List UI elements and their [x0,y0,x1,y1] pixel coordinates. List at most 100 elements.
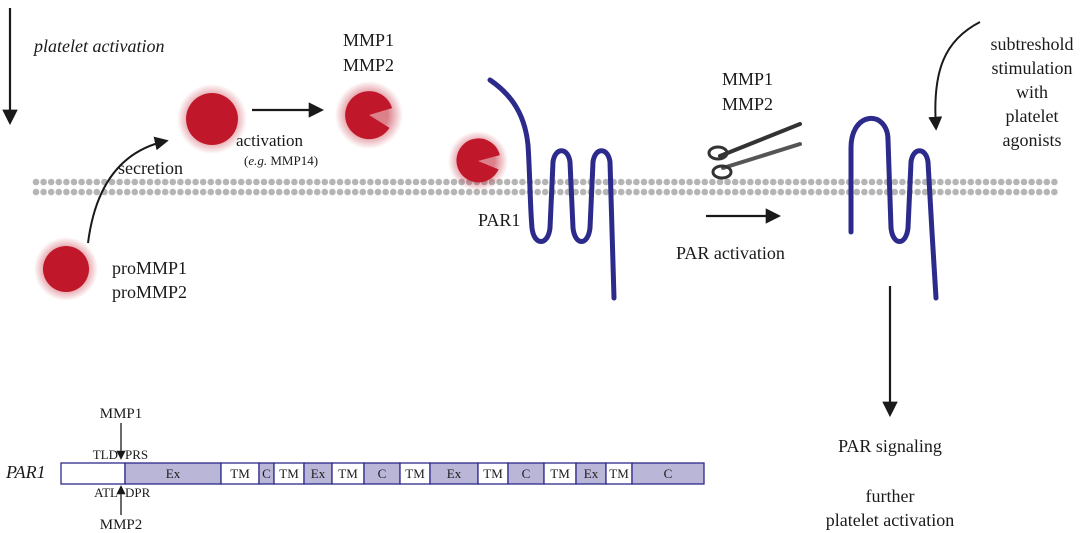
membrane-lipid [253,188,260,196]
membrane-lipid [868,188,876,196]
par-activation-label: PAR activation [676,243,785,263]
membrane-lipid [693,188,701,196]
membrane-lipid [747,188,754,196]
membrane-lipid [367,188,374,196]
membrane-lipid [253,178,260,186]
membrane-lipid [1013,178,1020,186]
gene-segment-label: C [262,466,271,481]
membrane-lipid [412,188,420,196]
membrane-lipid [716,178,724,186]
membrane-lipid [55,178,63,186]
membrane-lipid [503,188,511,196]
membrane-lipid [108,178,116,186]
membrane-lipid [184,188,192,196]
membrane-lipid [1005,188,1013,196]
membrane-lipid [519,188,526,196]
membrane-lipid [503,178,511,186]
membrane-lipid [838,178,845,186]
membrane-lipid [298,188,306,196]
stim-line-2: stimulation [992,58,1073,78]
subthreshold-stimulation-arrow [928,21,981,131]
membrane-lipid [389,178,397,186]
membrane-lipid [944,188,952,196]
secretion-label: secretion [118,158,183,178]
membrane-lipid [709,178,716,186]
membrane-lipid [861,178,868,186]
membrane-lipid [1051,188,1058,196]
membrane-lipid [762,188,769,196]
membrane-lipid [876,178,883,186]
membrane-lipid [777,188,785,196]
membrane-lipid [389,188,397,196]
membrane-lipid [123,188,131,196]
membrane-lipid [78,178,85,186]
membrane-lipid [374,188,382,196]
membrane-lipid [815,188,823,196]
membrane-lipid [785,178,792,186]
membrane-lipid [982,178,990,186]
membrane-lipid [952,178,959,186]
membrane-lipid [648,188,655,196]
stim-line-4: platelet [1006,106,1059,126]
membrane-lipid [192,178,199,186]
membrane-lipid [1035,178,1043,186]
membrane-lipid [215,188,222,196]
membrane-lipid [382,178,389,186]
membrane-lipid [47,188,55,196]
membrane-lipid [579,178,587,186]
membrane-lipid [519,178,526,186]
membrane-lipid [321,178,329,186]
membrane-lipid [823,178,830,186]
membrane-lipid [830,178,838,186]
gene-segment-label: TM [609,466,629,481]
par1-gene-label: PAR1 [5,462,46,482]
membrane-lipid [306,178,313,186]
membrane-lipid [952,188,959,196]
membrane-lipid [800,188,807,196]
membrane-lipid [169,178,177,186]
membrane-lipid [177,178,184,186]
stim-line-5: agonists [1002,130,1061,150]
membrane-lipid [655,178,663,186]
membrane-lipid [937,178,944,186]
membrane-lipid [199,178,207,186]
membrane-lipid [823,188,830,196]
gene-segment-label: TM [230,466,250,481]
gene-segment-label: TM [405,466,425,481]
membrane-lipid [382,188,389,196]
membrane-lipid [291,178,298,186]
membrane-lipid [557,188,564,196]
gene-segment-blank [60,462,126,485]
membrane-lipid [792,178,800,186]
membrane-lipid [959,178,967,186]
membrane-lipid [557,178,564,186]
membrane-lipid [655,188,663,196]
activation-label: activation [236,131,304,150]
par1-receptor [487,77,617,301]
gene-site-top-right: PRS [125,447,148,462]
prommp2-label: proMMP2 [112,282,187,302]
membrane-lipid [298,178,306,186]
membrane-lipid [435,188,443,196]
membrane-lipid [131,188,139,196]
membrane-lipid [283,188,291,196]
membrane-lipid [260,178,268,186]
membrane-lipid [184,178,192,186]
membrane-lipid [215,178,222,186]
membrane-lipid [306,188,313,196]
membrane-lipid [139,178,146,186]
membrane-lipid [177,188,184,196]
gene-site-bottom-left: ATL [94,485,118,500]
membrane-lipid [754,178,762,186]
membrane-lipid [329,178,336,186]
membrane-lipid [1013,188,1020,196]
membrane-lipid [671,178,678,186]
membrane-lipid [268,178,275,186]
membrane-lipid [351,178,359,186]
membrane-lipid [1035,188,1043,196]
platelet-activation-label: platelet activation [32,36,164,56]
bound-mmp-shape [456,138,500,183]
membrane-lipid [868,178,876,186]
gene-segment-label: Ex [166,466,181,481]
